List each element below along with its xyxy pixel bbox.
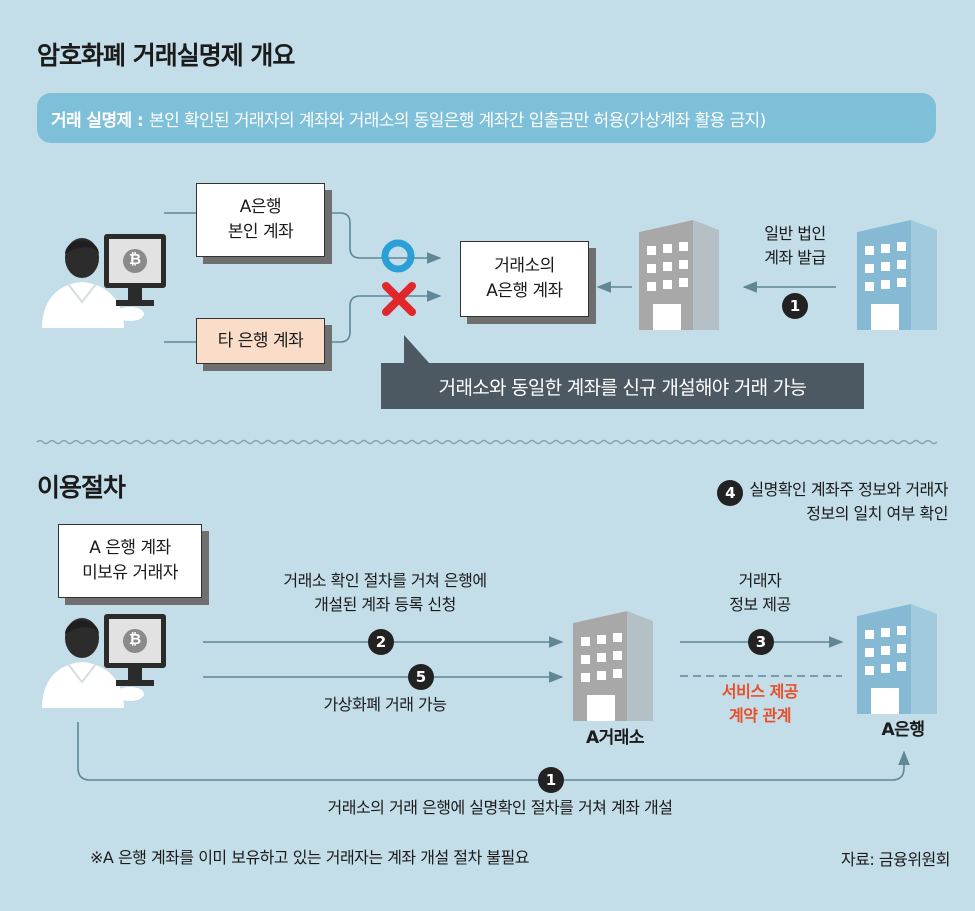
trader-computer-icon bbox=[41, 233, 167, 328]
step3-label: 거래자 정보 제공 bbox=[729, 571, 791, 614]
exchange-building-icon bbox=[639, 220, 719, 330]
requirement-callout: 거래소와 동일한 계좌를 신규 개설해야 거래 가능 bbox=[381, 363, 864, 409]
step2-badge: 2 bbox=[368, 629, 394, 655]
page-title: 암호화폐 거래실명제 개요 bbox=[37, 41, 295, 70]
step1-label: 거래소의 거래 은행에 실명확인 절차를 거쳐 계좌 개설 bbox=[327, 798, 673, 817]
bank-name: A은행 bbox=[881, 720, 925, 740]
source-credit: 자료: 금융위원회 bbox=[840, 850, 951, 869]
issue-label: 일반 법인 계좌 발급 bbox=[764, 224, 826, 267]
exchange-building-icon bbox=[573, 611, 653, 721]
other-bank-account-box: 타 은행 계좌 bbox=[196, 318, 325, 364]
bank-building-icon bbox=[857, 220, 937, 330]
service-contract-label: 서비스 제공 계약 관계 bbox=[721, 682, 799, 725]
step-badge: 1 bbox=[782, 293, 808, 319]
step4-annotation: 4 실명확인 계좌주 정보와 거래자 정보의 일치 여부 확인 bbox=[658, 478, 948, 526]
banner-term: 거래 실명제 : bbox=[51, 110, 144, 131]
exchange-name: A거래소 bbox=[585, 728, 645, 748]
step1-badge: 1 bbox=[538, 767, 564, 793]
ok-circle-icon bbox=[381, 239, 415, 273]
footnote: ※A 은행 계좌를 이미 보유하고 있는 거래자는 계좌 개설 절차 불필요 bbox=[90, 848, 529, 867]
step5-badge: 5 bbox=[408, 664, 434, 690]
bank-building-icon bbox=[857, 604, 937, 714]
step2-label: 거래소 확인 절차를 거쳐 은행에 개설된 계좌 등록 신청 bbox=[283, 571, 487, 614]
step4-label: 실명확인 계좌주 정보와 거래자 정보의 일치 여부 확인 bbox=[749, 480, 948, 523]
x-mark-icon bbox=[382, 282, 416, 316]
step3-badge: 3 bbox=[748, 629, 774, 655]
bitcoin-icon: ₿ bbox=[128, 630, 142, 648]
user-status-box: A 은행 계좌 미보유 거래자 bbox=[58, 524, 202, 598]
step4-badge: 4 bbox=[717, 480, 744, 506]
banner-text: 본인 확인된 거래자의 계좌와 거래소의 동일은행 계좌간 입출금만 허용(가상… bbox=[149, 110, 766, 131]
procedure-title: 이용절차 bbox=[37, 473, 126, 502]
bitcoin-icon: ₿ bbox=[128, 250, 142, 268]
exchange-account-box: 거래소의 A은행 계좌 bbox=[460, 241, 589, 317]
trader-computer-icon bbox=[41, 613, 167, 708]
step5-label: 가상화폐 거래 가능 bbox=[323, 695, 447, 714]
own-account-box: A은행 본인 계좌 bbox=[196, 183, 325, 257]
definition-banner: 거래 실명제 : 본인 확인된 거래자의 계좌와 거래소의 동일은행 계좌간 입… bbox=[37, 93, 936, 143]
